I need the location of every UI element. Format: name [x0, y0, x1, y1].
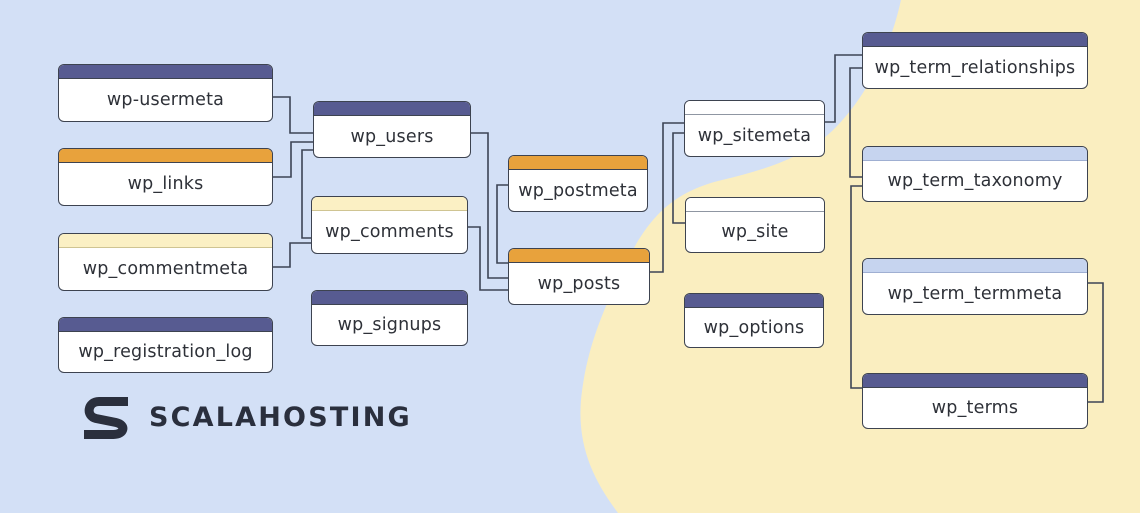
- table-postmeta: wp_postmeta: [508, 155, 648, 212]
- table-label: wp_term_termmeta: [887, 283, 1063, 304]
- table-registration_log: wp_registration_log: [58, 317, 273, 373]
- table-usermeta: wp-usermeta: [58, 64, 273, 122]
- table-posts: wp_posts: [508, 248, 650, 305]
- table-header-band: [59, 149, 272, 163]
- table-term_relationships: wp_term_relationships: [862, 32, 1088, 89]
- table-site: wp_site: [685, 197, 825, 253]
- table-label: wp_signups: [337, 315, 442, 335]
- table-label: wp_term_relationships: [874, 57, 1076, 78]
- connector-term_relationships-to-term_taxonomy: [849, 67, 862, 178]
- connector-term_termmeta-to-terms: [1088, 282, 1104, 403]
- table-terms: wp_terms: [862, 373, 1088, 429]
- table-header-band: [59, 234, 272, 248]
- connector-comments-to-posts: [468, 226, 508, 291]
- table-label: wp_posts: [537, 273, 621, 294]
- connector-sitemeta-to-site: [672, 132, 685, 224]
- table-label: wp_links: [127, 174, 204, 194]
- table-term_termmeta: wp_term_termmeta: [862, 258, 1088, 315]
- table-header-band: [863, 33, 1087, 47]
- connector-sitemeta-to-term_relationships: [825, 54, 862, 123]
- table-options: wp_options: [684, 293, 824, 348]
- scalahosting-wordmark: SCALAHOSTING: [149, 402, 412, 433]
- table-users: wp_users: [313, 101, 471, 158]
- connector-term_taxonomy-to-terms: [850, 185, 862, 389]
- table-header-band: [863, 259, 1087, 273]
- table-comments: wp_comments: [311, 196, 468, 254]
- table-header-band: [685, 294, 823, 308]
- table-label: wp_options: [703, 317, 805, 338]
- connector-usermeta-to-users: [273, 96, 313, 134]
- table-header-band: [685, 101, 824, 115]
- connector-users-to-comments: [301, 149, 313, 239]
- table-label: wp_users: [350, 126, 434, 147]
- table-header-band: [314, 102, 470, 116]
- table-label: wp_sitemeta: [697, 125, 812, 146]
- table-label: wp_commentmeta: [82, 259, 249, 279]
- table-signups: wp_signups: [311, 290, 468, 346]
- scalahosting-logo: SCALAHOSTING: [78, 393, 412, 442]
- table-commentmeta: wp_commentmeta: [58, 233, 273, 291]
- connector-links-to-users: [273, 141, 313, 178]
- table-header-band: [686, 198, 824, 212]
- table-label: wp_site: [721, 222, 789, 242]
- table-header-band: [312, 291, 467, 305]
- table-header-band: [312, 197, 467, 211]
- table-label: wp_comments: [325, 222, 454, 242]
- table-header-band: [863, 147, 1087, 161]
- table-header-band: [509, 156, 647, 170]
- connector-posts-to-sitemeta: [650, 122, 684, 273]
- table-header-band: [59, 318, 272, 332]
- table-label: wp_postmeta: [518, 180, 638, 201]
- table-label: wp_term_taxonomy: [887, 171, 1063, 191]
- connector-postmeta-to-posts: [496, 184, 508, 264]
- table-label: wp_registration_log: [78, 342, 253, 362]
- table-header-band: [59, 65, 272, 79]
- table-label: wp-usermeta: [106, 90, 225, 110]
- connector-users-to-posts: [471, 132, 508, 279]
- table-links: wp_links: [58, 148, 273, 206]
- connector-lines: [273, 54, 1104, 403]
- table-sitemeta: wp_sitemeta: [684, 100, 825, 157]
- table-header-band: [509, 249, 649, 263]
- scalahosting-s-icon: [84, 397, 128, 439]
- connector-commentmeta-to-comments: [273, 242, 311, 268]
- table-header-band: [863, 374, 1087, 388]
- table-term_taxonomy: wp_term_taxonomy: [862, 146, 1088, 202]
- table-label: wp_terms: [931, 398, 1019, 418]
